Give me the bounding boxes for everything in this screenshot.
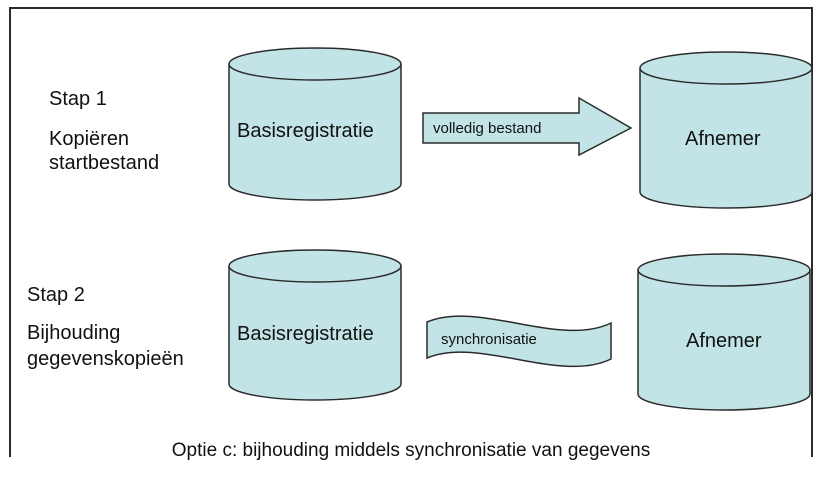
step1-description-line1: Kopiëren (49, 128, 130, 150)
diagram-caption: Optie c: bijhouding middels synchronisat… (171, 440, 651, 461)
step2-description-line1: Bijhouding (27, 322, 121, 344)
step1-label: Stap 1 (49, 88, 107, 110)
step2-label: Stap 2 (27, 284, 85, 306)
cylinder-afnemer-step1 (639, 51, 813, 209)
step1-target-label: Afnemer (685, 128, 761, 150)
step1-description-line2: startbestand (49, 152, 160, 174)
cylinder-basisregistratie-step1 (228, 47, 402, 201)
step2-description-line2: gegevenskopieën (27, 348, 184, 370)
step2-target-label: Afnemer (686, 330, 762, 352)
banner-synchronisatie (426, 315, 612, 368)
step1-source-label: Basisregistratie (237, 120, 374, 142)
step1-transfer-label: volledig bestand (433, 120, 542, 137)
cylinder-basisregistratie-step2 (228, 249, 402, 401)
step2-source-label: Basisregistratie (237, 323, 374, 345)
slide-border (9, 7, 813, 457)
step2-transfer-label: synchronisatie (441, 331, 537, 348)
cylinder-afnemer-step2 (637, 253, 811, 411)
arrow-volledig-bestand (422, 96, 633, 157)
